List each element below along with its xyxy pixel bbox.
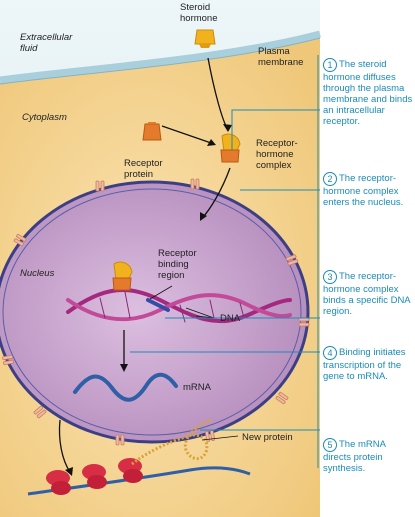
plasma-membrane-label: Plasma membrane <box>258 46 304 68</box>
steroid-hormone-label: Steroid hormone <box>180 2 218 24</box>
plasma-membrane <box>0 30 321 84</box>
step-5-text: The mRNA directs protein synthesis. <box>323 439 386 474</box>
mrna-strand <box>73 372 178 402</box>
arrowheads <box>65 124 232 476</box>
callout-lines <box>130 55 320 468</box>
receptor-hormone-complex-icon <box>220 133 241 163</box>
step-3-text: The receptor-hormone complex binds a spe… <box>323 271 411 317</box>
nuclear-pores <box>2 178 310 446</box>
dna-helix <box>66 287 292 324</box>
receptor-binding-site <box>146 298 170 312</box>
step-3-number: 3 <box>323 270 337 284</box>
receptor-binding-region-label: Receptor binding region <box>158 248 197 281</box>
step-2-number: 2 <box>323 172 337 186</box>
mrna-label: mRNA <box>183 382 211 393</box>
receptor-protein-label: Receptor protein <box>124 158 163 180</box>
step-4-number: 4 <box>323 346 337 360</box>
cytoplasm-label: Cytoplasm <box>22 112 67 123</box>
dna-label: DNA <box>220 313 241 324</box>
step-4-text: Binding initiates transcription of the g… <box>323 347 406 382</box>
steroid-hormone-icon <box>194 29 216 48</box>
step-5-number: 5 <box>323 438 337 452</box>
new-protein-label: New protein <box>242 432 293 443</box>
nucleus-label: Nucleus <box>20 268 55 279</box>
nuclear-envelope <box>0 180 310 444</box>
step-1-number: 1 <box>323 58 337 72</box>
extracellular-fluid-label: Extracellular fluid <box>20 32 73 54</box>
new-protein-chain <box>131 418 211 466</box>
receptor-hormone-complex-label: Receptor-hormone complex <box>256 138 298 171</box>
step-2-text: The receptor-hormone complex enters the … <box>323 173 404 208</box>
step-1-text: The steroid hormone diffuses through the… <box>323 59 413 127</box>
receptor-protein-icon <box>142 122 162 141</box>
nuclear-complex-icon <box>112 261 133 291</box>
